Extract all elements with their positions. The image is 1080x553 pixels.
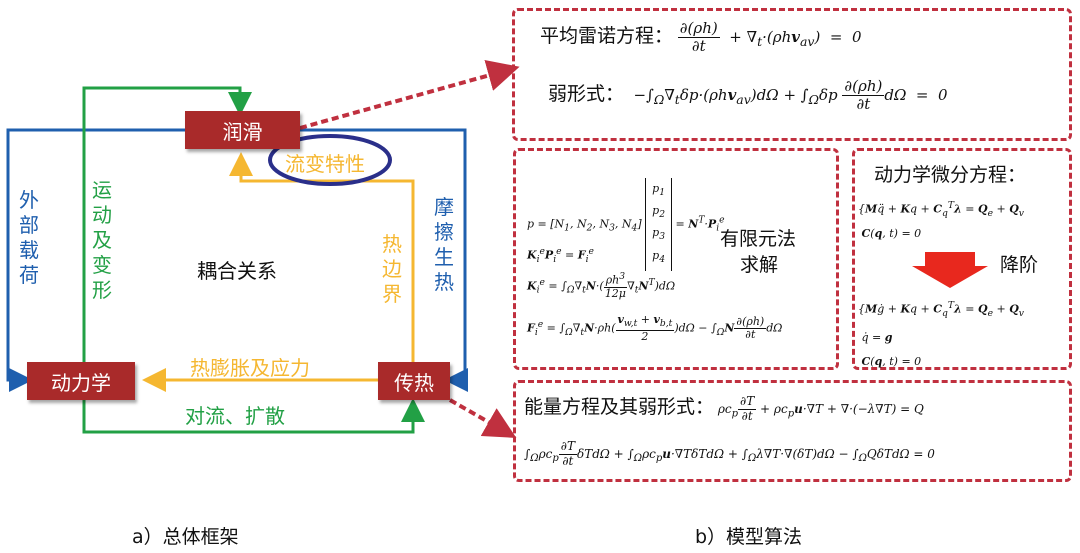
energy-panel	[513, 380, 1072, 482]
motion-deformation-label: 运动及变形	[92, 178, 112, 302]
friction-heat-label: 摩擦生热	[434, 195, 454, 294]
external-load-line	[6, 128, 185, 392]
reynolds-weak-label: 弱形式：	[548, 82, 625, 105]
external-load-label: 外部载荷	[19, 188, 39, 287]
rheology-label: 流变特性	[285, 152, 365, 176]
convection-diffusion-label: 对流、扩散	[185, 404, 285, 428]
pointer-to-energy	[449, 398, 517, 438]
pointer-to-reynolds	[299, 59, 520, 130]
fem-solve-label-1: 有限元法	[720, 228, 797, 250]
rheology-ellipse	[268, 134, 392, 186]
energy-equation: 能量方程及其弱形式： ρcp∂T∂t + ρcpu·∇T + ∇·(−λ∇T) …	[524, 394, 924, 423]
dynamics-panel	[852, 148, 1072, 370]
caption-a: a）总体框架	[132, 526, 239, 548]
reduce-order-label: 降阶	[1000, 254, 1039, 276]
dynamics-title: 动力学微分方程：	[874, 164, 1027, 186]
dynamics-node: 动力学	[27, 362, 135, 400]
caption-b: b）模型算法	[695, 526, 803, 548]
friction-heat-line	[300, 128, 468, 392]
reynolds-avg-equation: 平均雷诺方程： ∂(ρh)∂t + ∇t·(ρhvav) = 0	[540, 19, 862, 56]
thermal-boundary-label: 热边界	[382, 232, 402, 306]
energy-label: 能量方程及其弱形式：	[524, 396, 715, 418]
motion-deformation-line	[82, 86, 252, 362]
reynolds-avg-label: 平均雷诺方程：	[540, 24, 674, 47]
fem-solve-label-2: 求解	[740, 254, 779, 276]
heat-transfer-node: 传热	[378, 362, 450, 400]
reduce-order-arrow	[912, 252, 988, 288]
lubrication-node: 润滑	[185, 111, 300, 149]
fem-stiffness-equation: KiePie = Fie	[527, 246, 594, 265]
fem-panel	[513, 148, 839, 370]
coupling-label: 耦合关系	[197, 259, 277, 283]
dynamics-equation-1: {Mq̈ + Kq + CqTλ = Qe + Qv C(q, t) = 0	[858, 200, 1024, 240]
thermal-boundary-line	[229, 152, 415, 362]
reynolds-panel	[512, 8, 1072, 141]
dynamics-equation-2: {Mġ + Kq + CqTλ = Qe + Qv q̇ = g C(q, t)…	[858, 300, 1024, 368]
thermal-expansion-label: 热膨胀及应力	[190, 356, 310, 380]
convection-line	[82, 398, 425, 434]
